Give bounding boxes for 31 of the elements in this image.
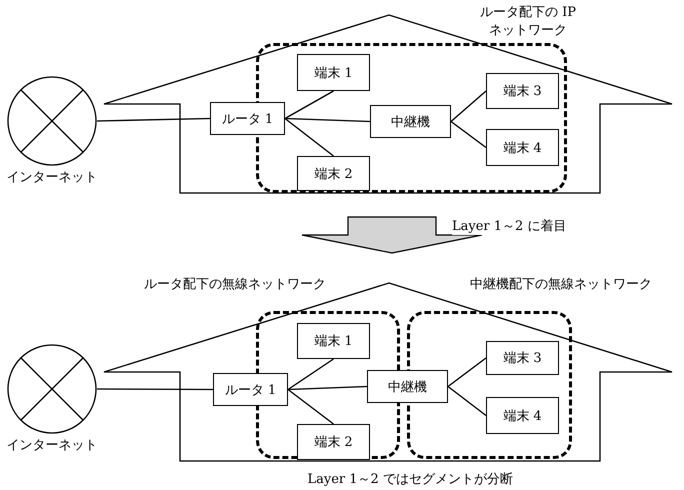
connector-line bbox=[288, 358, 334, 390]
device-box: ルータ 1 bbox=[210, 102, 285, 135]
globe-circle-icon bbox=[7, 344, 97, 434]
caption-text: インターネット bbox=[6, 170, 98, 186]
connector-line bbox=[448, 357, 486, 388]
connector-line bbox=[448, 386, 486, 416]
device-box: 端末 2 bbox=[297, 156, 370, 191]
device-box: 端末 1 bbox=[297, 323, 370, 359]
connector-line bbox=[450, 120, 486, 148]
block-arrow bbox=[301, 216, 483, 254]
edge-label: Layer 1～2 に着目 bbox=[452, 219, 566, 235]
device-box: 端末 4 bbox=[486, 129, 559, 166]
connector-line bbox=[288, 388, 334, 425]
globe-circle-icon bbox=[7, 76, 97, 166]
device-box: 端末 3 bbox=[486, 341, 559, 375]
device-box: 端末 1 bbox=[297, 54, 370, 91]
device-box: ルータ 1 bbox=[213, 373, 288, 406]
device-box: 中継機 bbox=[367, 370, 448, 403]
device-box: 端末 4 bbox=[486, 397, 559, 434]
caption-text: インターネット bbox=[6, 438, 98, 454]
note-text: Layer 1～2 ではセグメントが分断 bbox=[308, 472, 513, 488]
device-box: 端末 2 bbox=[297, 424, 370, 460]
device-box: 中継機 bbox=[370, 105, 451, 138]
connector-line bbox=[284, 118, 370, 122]
connector-line bbox=[284, 90, 334, 120]
connector-line bbox=[288, 386, 368, 390]
connector-line bbox=[284, 118, 334, 157]
connector-line bbox=[450, 90, 486, 122]
connector-line bbox=[97, 388, 213, 390]
device-box: 端末 3 bbox=[486, 73, 559, 109]
connector-line bbox=[96, 118, 210, 122]
